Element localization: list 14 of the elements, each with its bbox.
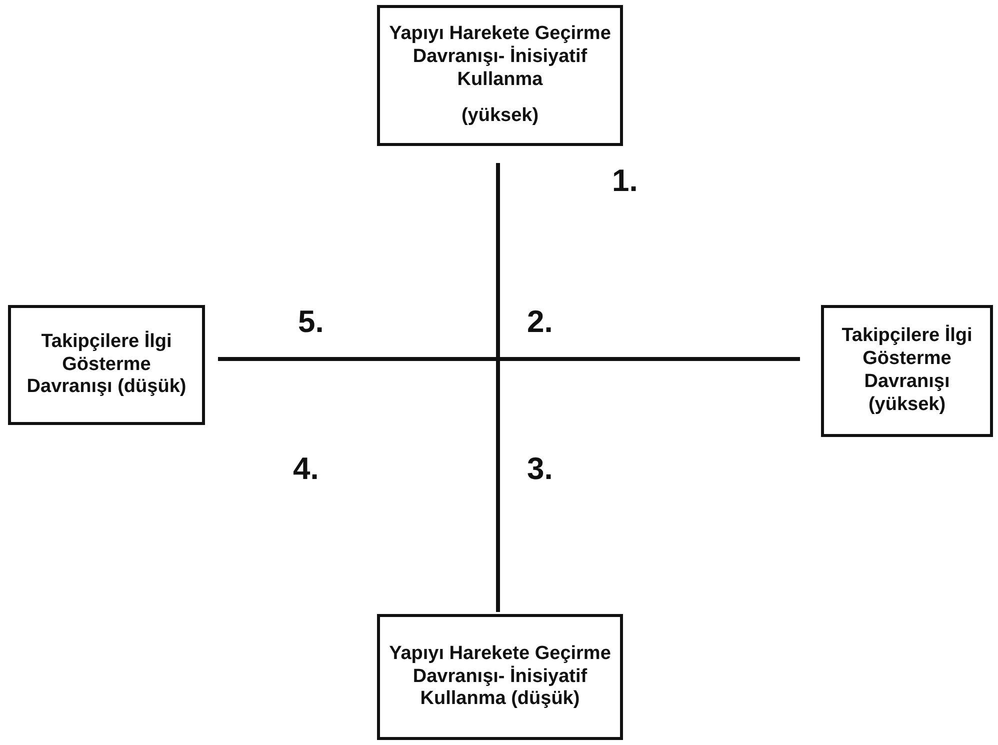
region-number: 5.	[298, 304, 324, 340]
region-number: 4.	[293, 451, 319, 487]
axis-end-box	[377, 614, 623, 740]
axis-end-box	[821, 305, 993, 437]
box-text: Yapıyı Harekete Geçirme Davranışı- İnisiyatif Kullanma	[388, 22, 612, 92]
box-text: Takipçilere İlgi Gösterme Davranışı (düşük)	[26, 330, 188, 400]
region-number: 3.	[527, 451, 553, 487]
box-text: Takipçilere İlgi Gösterme Davranışı (yüksek)	[840, 325, 974, 417]
region-number: 2.	[527, 304, 553, 340]
region-number: 1.	[612, 163, 638, 199]
axis-end-box	[8, 305, 205, 425]
axis-end-box	[377, 5, 623, 146]
box-text: Yapıyı Harekete Geçirme Davranışı- İnisiyatif Kullanma (düşük)	[388, 642, 612, 712]
level-text: (yüksek)	[460, 105, 540, 128]
